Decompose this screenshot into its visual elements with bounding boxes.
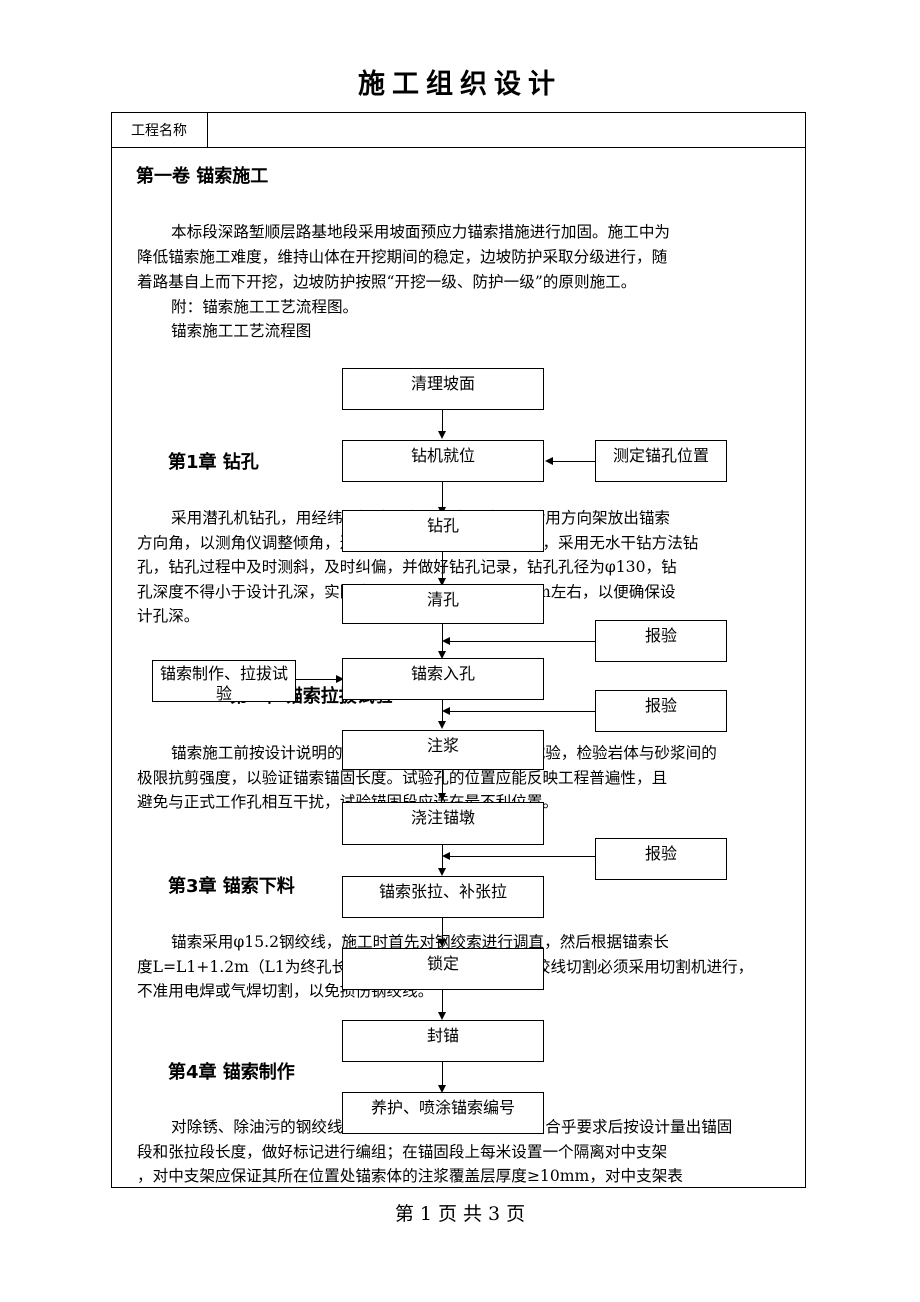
arrow-down-icon <box>438 939 446 947</box>
side-connector-measure <box>553 461 595 462</box>
flow-side-anchor-fabrication: 锚索制作、拉拔试验 <box>152 660 296 702</box>
arrow-left-icon <box>545 457 553 465</box>
flow-side-inspection-2: 报验 <box>595 690 727 732</box>
ch4-line-3: ，对中支架应保证其所在位置处锚索体的注浆覆盖层厚度≥10mm，对中支架表 <box>137 1167 683 1185</box>
volume-heading: 第一卷 锚索施工 <box>136 166 269 187</box>
arrow-down-icon <box>438 578 446 586</box>
side-connector-check-1 <box>450 641 595 642</box>
project-name-label: 工程名称 <box>111 112 208 148</box>
flow-step-lock: 锁定 <box>342 948 544 990</box>
chapter-3-heading: 第3章 锚索下料 <box>168 876 295 897</box>
page-footer: 第 1 页 共 3 页 <box>394 1203 526 1225</box>
flow-step-drill-position: 钻机就位 <box>342 440 544 482</box>
arrow-right-icon <box>336 675 344 683</box>
arrow-down-icon <box>438 721 446 729</box>
flow-connector-9 <box>442 990 443 1013</box>
ch1-line-5: 计孔深。 <box>137 607 200 625</box>
flow-step-clean-hole: 清孔 <box>342 584 544 624</box>
side-connector-check-3 <box>450 856 595 857</box>
intro-line-5: 锚索施工工艺流程图 <box>171 322 312 340</box>
header-divider <box>111 147 806 148</box>
ch2-line-2: 极限抗剪强度，以验证锚索锚固长度。试验孔的位置应能反映工程普遍性，且 <box>137 769 668 787</box>
flow-connector-8 <box>442 918 443 940</box>
flow-connector-2 <box>442 482 443 508</box>
arrow-down-icon <box>438 651 446 659</box>
flow-side-measure-position: 测定锚孔位置 <box>595 440 727 482</box>
side-connector-check-2 <box>450 711 595 712</box>
flow-step-clean-slope: 清理坡面 <box>342 368 544 410</box>
flow-connector-6 <box>442 770 443 794</box>
ch4-line-2: 段和张拉段长度，做好标记进行编组；在锚固段上每米设置一个隔离对中支架 <box>137 1143 668 1161</box>
intro-line-4: 附：锚索施工工艺流程图。 <box>171 298 359 316</box>
flow-step-seal: 封锚 <box>342 1020 544 1062</box>
ch1-line-3: 孔，钻孔过程中及时测斜，及时纠偏，并做好钻孔记录，钻孔孔径为φ130，钻 <box>137 558 677 576</box>
chapter-4-heading: 第4章 锚索制作 <box>168 1062 295 1083</box>
flow-step-grouting: 注浆 <box>342 730 544 770</box>
document-title: 施工组织设计 <box>358 69 562 100</box>
ch3-line-1: 锚索采用φ15.2钢绞线，施工时首先对钢绞索进行调直，然后根据锚索长 <box>171 933 669 951</box>
arrow-down-icon <box>438 868 446 876</box>
flow-side-inspection-1: 报验 <box>595 620 727 662</box>
intro-line-2: 降低锚索施工难度，维持山体在开挖期间的稳定，边坡防护采取分级进行，随 <box>137 248 668 266</box>
intro-line-3: 着路基自上而下开挖，边坡防护按照“开挖一级、防护一级”的原则施工。 <box>137 273 637 291</box>
content-frame <box>111 112 806 1188</box>
flow-connector-1 <box>442 410 443 432</box>
arrow-down-icon <box>438 1012 446 1020</box>
flow-step-insert-anchor: 锚索入孔 <box>342 658 544 700</box>
arrow-down-icon <box>438 1085 446 1093</box>
chapter-1-heading: 第1章 钻孔 <box>168 452 259 473</box>
flow-connector-10 <box>442 1062 443 1086</box>
arrow-left-icon <box>442 852 450 860</box>
flow-step-drilling: 钻孔 <box>342 510 544 552</box>
flow-step-tension: 锚索张拉、补张拉 <box>342 876 544 918</box>
flow-side-inspection-3: 报验 <box>595 838 727 880</box>
arrow-left-icon <box>442 637 450 645</box>
flow-connector-3 <box>442 552 443 579</box>
arrow-down-icon <box>438 793 446 801</box>
flow-step-curing: 养护、喷涂锚索编号 <box>342 1092 544 1134</box>
flow-step-pour-pier: 浇注锚墩 <box>342 802 544 845</box>
arrow-down-icon <box>438 431 446 439</box>
arrow-left-icon <box>442 707 450 715</box>
intro-line-1: 本标段深路堑顺层路基地段采用坡面预应力锚索措施进行加固。施工中为 <box>171 223 671 241</box>
side-connector-anchor <box>296 679 336 680</box>
